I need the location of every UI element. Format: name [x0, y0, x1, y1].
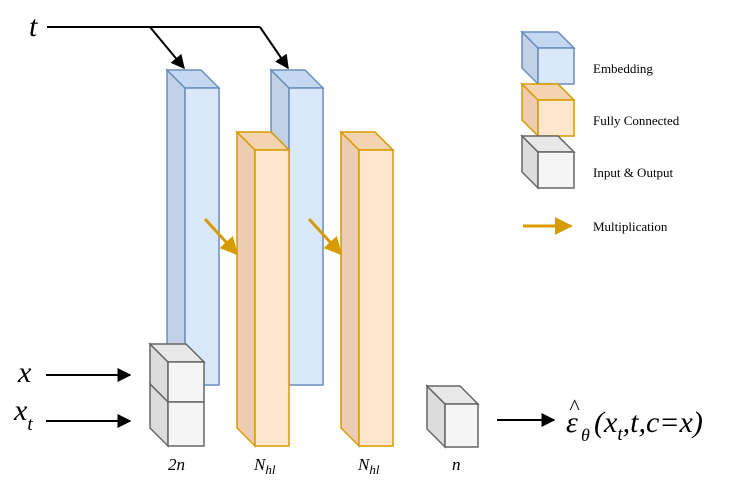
legend-io-label: Input & Output [593, 165, 674, 180]
fc-block-1 [235, 130, 291, 448]
legend-io-icon [520, 134, 576, 190]
fc-block-2 [339, 130, 395, 448]
t-label: t [29, 10, 38, 43]
legend-embedding-icon [520, 30, 576, 86]
input-cube-xt [149, 382, 205, 448]
dim-label-hidden-1: Nhl [253, 455, 276, 477]
x-label: x [17, 356, 32, 389]
epsilon-symbol: ε [566, 406, 578, 439]
output-cube [425, 384, 480, 449]
output-expression: ε ^ θ (xt,t,c=x) [566, 394, 703, 445]
multiplication-arrow-1 [203, 217, 239, 256]
legend-multiplication-label: Multiplication [593, 219, 668, 234]
xt-label: xt [13, 394, 33, 435]
hat-symbol: ^ [569, 394, 580, 419]
legend-fc-label: Fully Connected [593, 113, 680, 128]
multiplication-arrow-2 [307, 217, 343, 256]
dim-label-input: 2n [168, 455, 185, 474]
legend-embedding-label: Embedding [593, 61, 653, 76]
dim-label-output: n [452, 455, 461, 474]
t-arrow [47, 26, 289, 70]
theta-subscript: θ [581, 425, 590, 445]
legend: Embedding Fully Connected Input & Output… [520, 30, 680, 235]
output-args: (xt,t,c=x) [594, 406, 703, 445]
dim-label-hidden-2: Nhl [357, 455, 380, 477]
embedding-block-1 [165, 68, 221, 387]
legend-fc-icon [520, 82, 576, 138]
